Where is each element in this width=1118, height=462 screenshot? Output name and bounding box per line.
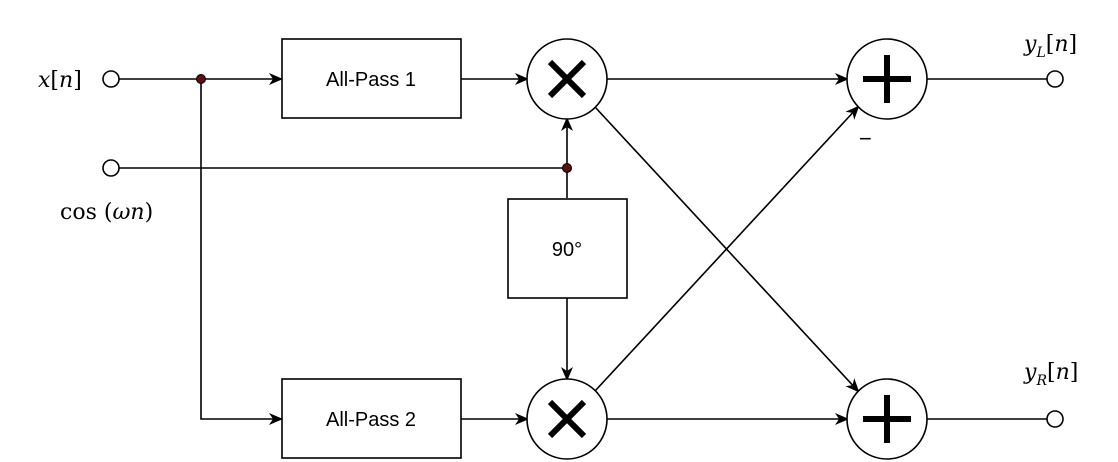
phase-shift-block: 90° — [507, 198, 628, 299]
junction-dot-x — [196, 74, 206, 84]
input-label-cos: cos (ωn) — [60, 200, 153, 225]
negative-sign: − — [859, 126, 872, 151]
adder-top — [846, 38, 928, 120]
output-terminal-yr — [1046, 410, 1064, 428]
allpass-1-block: All-Pass 1 — [281, 38, 462, 119]
input-label-x: x[n] — [38, 68, 82, 93]
wire-mult2-to-adder-top — [594, 105, 860, 392]
output-label-yl: yL[n] — [1023, 32, 1077, 61]
input-terminal-x — [102, 70, 120, 88]
adder-bottom — [846, 378, 928, 460]
allpass-2-block: All-Pass 2 — [281, 378, 462, 459]
multiplier-2 — [526, 378, 608, 460]
output-terminal-yl — [1046, 70, 1064, 88]
input-terminal-cos — [102, 159, 120, 177]
allpass-2-label: All-Pass 2 — [326, 409, 416, 431]
multiplier-1 — [526, 38, 608, 120]
wire-x-to-allpass2 — [200, 79, 283, 425]
output-label-yr: yR[n] — [1023, 360, 1078, 389]
phase-shift-label: 90° — [552, 239, 582, 261]
allpass-1-label: All-Pass 1 — [326, 69, 416, 91]
junction-dot-cos — [562, 163, 572, 173]
